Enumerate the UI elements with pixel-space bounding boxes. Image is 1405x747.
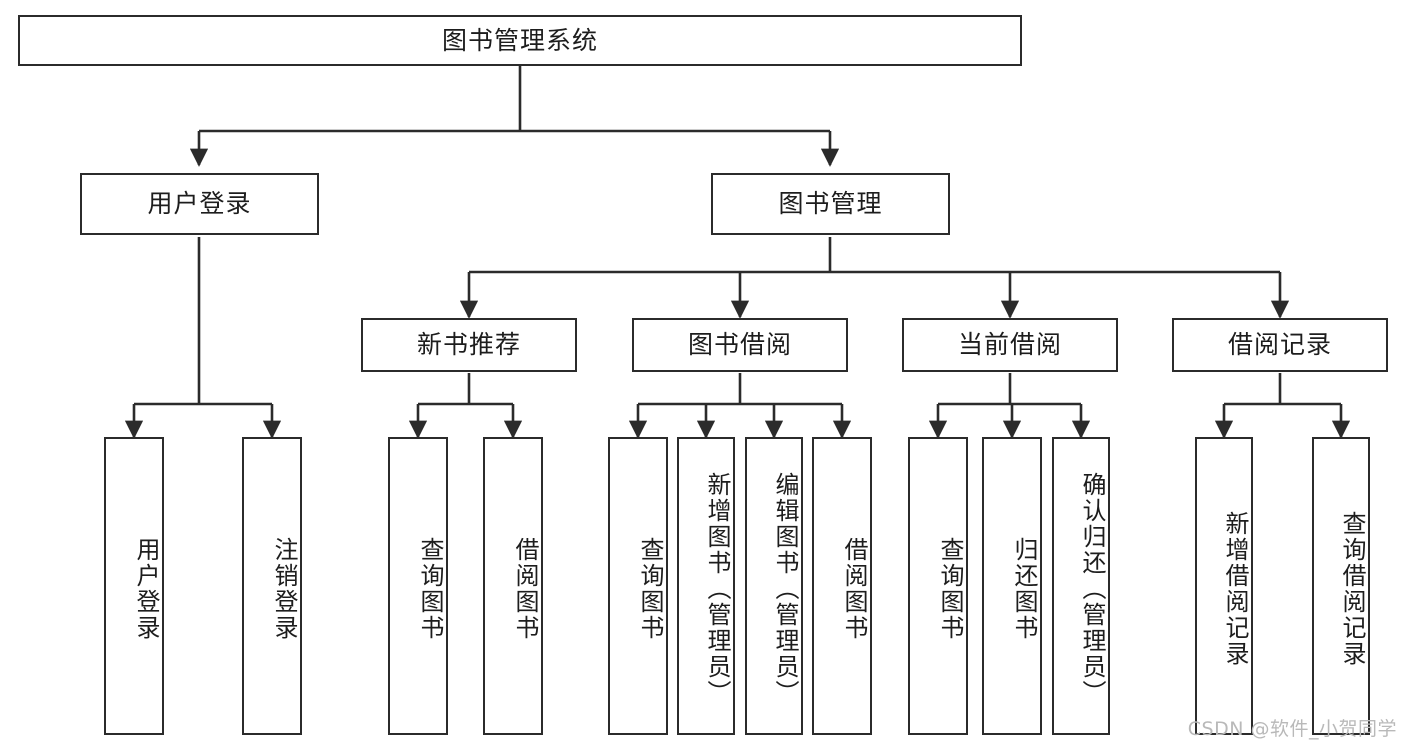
node-label: 图书管理 — [778, 189, 883, 219]
leaf-record-query-record[interactable]: 查询借阅记录 — [1312, 437, 1370, 735]
node-root-system[interactable]: 图书管理系统 — [18, 15, 1022, 66]
node-user-login[interactable]: 用户登录 — [80, 173, 319, 235]
node-book-borrow[interactable]: 图书借阅 — [632, 318, 848, 372]
leaf-recommend-query-book[interactable]: 查询图书 — [388, 437, 448, 735]
node-label: 新书推荐 — [416, 330, 521, 360]
node-label: 用户登录 — [132, 537, 160, 641]
leaf-recommend-borrow-book[interactable]: 借阅图书 — [483, 437, 543, 735]
node-label: 用户登录 — [147, 189, 252, 219]
node-label: 查询图书 — [636, 537, 664, 641]
node-label: 借阅图书 — [840, 537, 868, 641]
node-current-borrow[interactable]: 当前借阅 — [902, 318, 1118, 372]
node-label: 借阅记录 — [1227, 330, 1332, 360]
node-label: 新增借阅记录 — [1221, 511, 1249, 667]
node-label: 图书借阅 — [687, 330, 792, 360]
node-label: 图书管理系统 — [441, 25, 598, 55]
node-label: 查询图书 — [416, 537, 444, 641]
csdn-watermark: CSDN @软件_小贺同学 — [1187, 718, 1397, 740]
leaf-borrow-query-book[interactable]: 查询图书 — [608, 437, 668, 735]
node-borrow-record[interactable]: 借阅记录 — [1172, 318, 1388, 372]
leaf-user-login-signin[interactable]: 用户登录 — [104, 437, 164, 735]
leaf-user-login-signout[interactable]: 注销登录 — [242, 437, 302, 735]
node-label: 编辑图书（管理员） — [771, 472, 799, 706]
node-book-management[interactable]: 图书管理 — [711, 173, 950, 235]
node-label: 注销登录 — [270, 537, 298, 641]
leaf-current-query-book[interactable]: 查询图书 — [908, 437, 968, 735]
leaf-record-add-record[interactable]: 新增借阅记录 — [1195, 437, 1253, 735]
leaf-borrow-borrow-book[interactable]: 借阅图书 — [812, 437, 872, 735]
node-label: 新增图书（管理员） — [703, 472, 731, 706]
node-label: 借阅图书 — [511, 537, 539, 641]
leaf-current-return-book[interactable]: 归还图书 — [982, 437, 1042, 735]
node-label: 当前借阅 — [957, 330, 1062, 360]
node-label: 查询图书 — [936, 537, 964, 641]
leaf-borrow-edit-book[interactable]: 编辑图书（管理员） — [745, 437, 803, 735]
leaf-current-confirm-return[interactable]: 确认归还（管理员） — [1052, 437, 1110, 735]
node-new-book-recommend[interactable]: 新书推荐 — [361, 318, 577, 372]
node-label: 归还图书 — [1010, 537, 1038, 641]
node-label: 确认归还（管理员） — [1078, 472, 1106, 706]
leaf-borrow-add-book[interactable]: 新增图书（管理员） — [677, 437, 735, 735]
node-label: 查询借阅记录 — [1338, 511, 1366, 667]
